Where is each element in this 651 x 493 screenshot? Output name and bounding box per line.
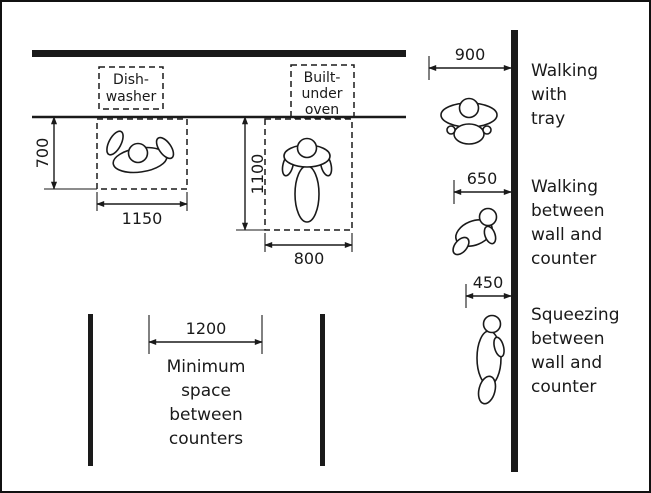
counter-right-bar xyxy=(320,314,325,466)
person-figure-tray xyxy=(440,97,498,145)
person-figure-walking xyxy=(452,207,498,256)
oven-label-line: under xyxy=(301,86,342,102)
min-space-note-line: Minimum xyxy=(167,357,246,377)
squeezing-note-line: Squeezing xyxy=(531,305,620,325)
dim-oven-depth-label: 1100 xyxy=(248,154,267,195)
person-figure-squeezing xyxy=(476,314,505,405)
oven-label-line: oven xyxy=(305,102,339,118)
oven-label-box xyxy=(290,64,355,119)
walking-between-note-line: counter xyxy=(531,249,596,269)
dim-oven-width-label: 800 xyxy=(294,249,325,268)
min-space-note-line: counters xyxy=(169,429,243,449)
walking-between-note-line: between xyxy=(531,201,605,221)
walking-between-note-line: Walking xyxy=(531,177,598,197)
walking-between-note-line: wall and xyxy=(531,225,602,245)
dim-walking-between-label: 650 xyxy=(467,169,498,188)
walking-tray-note-line: with xyxy=(531,85,567,105)
person-figure-dishwasher xyxy=(106,130,175,174)
walking-tray-note-line: tray xyxy=(531,109,565,129)
dishwasher-label-box xyxy=(98,66,164,110)
min-space-note-line: between xyxy=(169,405,243,425)
person-figure-oven xyxy=(281,137,333,223)
dim-dishwasher-width-label: 1150 xyxy=(122,209,163,228)
dim-dishwasher-depth-label: 700 xyxy=(33,138,52,169)
dim-squeezing-label: 450 xyxy=(473,273,504,292)
dishwasher-zone-box xyxy=(96,118,188,190)
dishwasher-label-line: washer xyxy=(106,89,157,105)
counter-left-bar xyxy=(88,314,93,466)
dim-counter-gap-label: 1200 xyxy=(186,319,227,338)
dim-walking-tray-label: 900 xyxy=(455,45,486,64)
squeezing-note-line: counter xyxy=(531,377,596,397)
squeezing-note-line: between xyxy=(531,329,605,349)
wall-top xyxy=(32,50,406,57)
dishwasher-label-line: Dish- xyxy=(113,72,149,88)
squeezing-note-line: wall and xyxy=(531,353,602,373)
oven-label-line: Built- xyxy=(304,70,341,86)
walking-tray-note-line: Walking xyxy=(531,61,598,81)
oven-zone-box xyxy=(264,118,353,231)
wall-right xyxy=(511,30,518,472)
min-space-note-line: space xyxy=(181,381,231,401)
